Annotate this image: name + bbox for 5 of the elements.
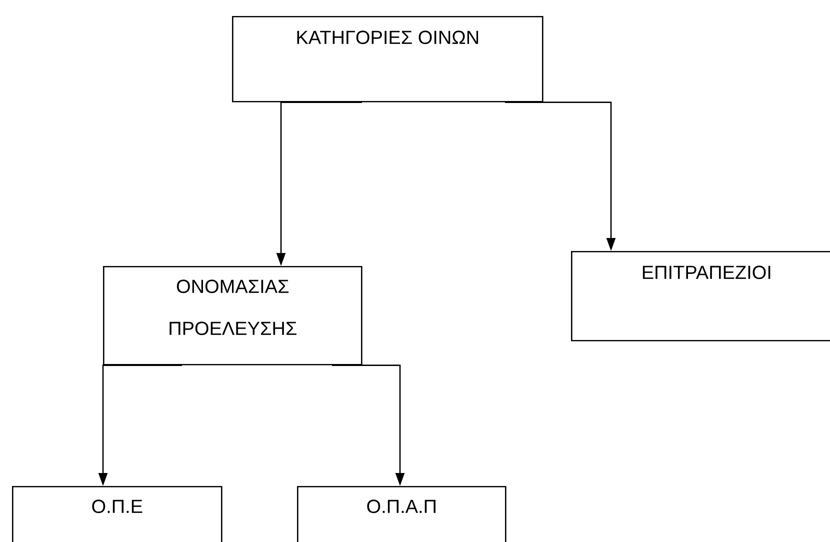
box: ΚΑΤΗΓΟΡΙΕΣ ΟΙΝΩΝ	[232, 16, 544, 102]
box: Ο.Π.Ε	[12, 486, 222, 542]
box: ΕΠΙΤΡΑΠΕΖΙΟΙ	[571, 251, 830, 342]
box: Ο.Π.Α.Π	[297, 486, 506, 542]
box: ΟΝΟΜΑΣΙΑΣ ΠΡΟΕΛΕΥΣΗΣ	[103, 266, 362, 366]
